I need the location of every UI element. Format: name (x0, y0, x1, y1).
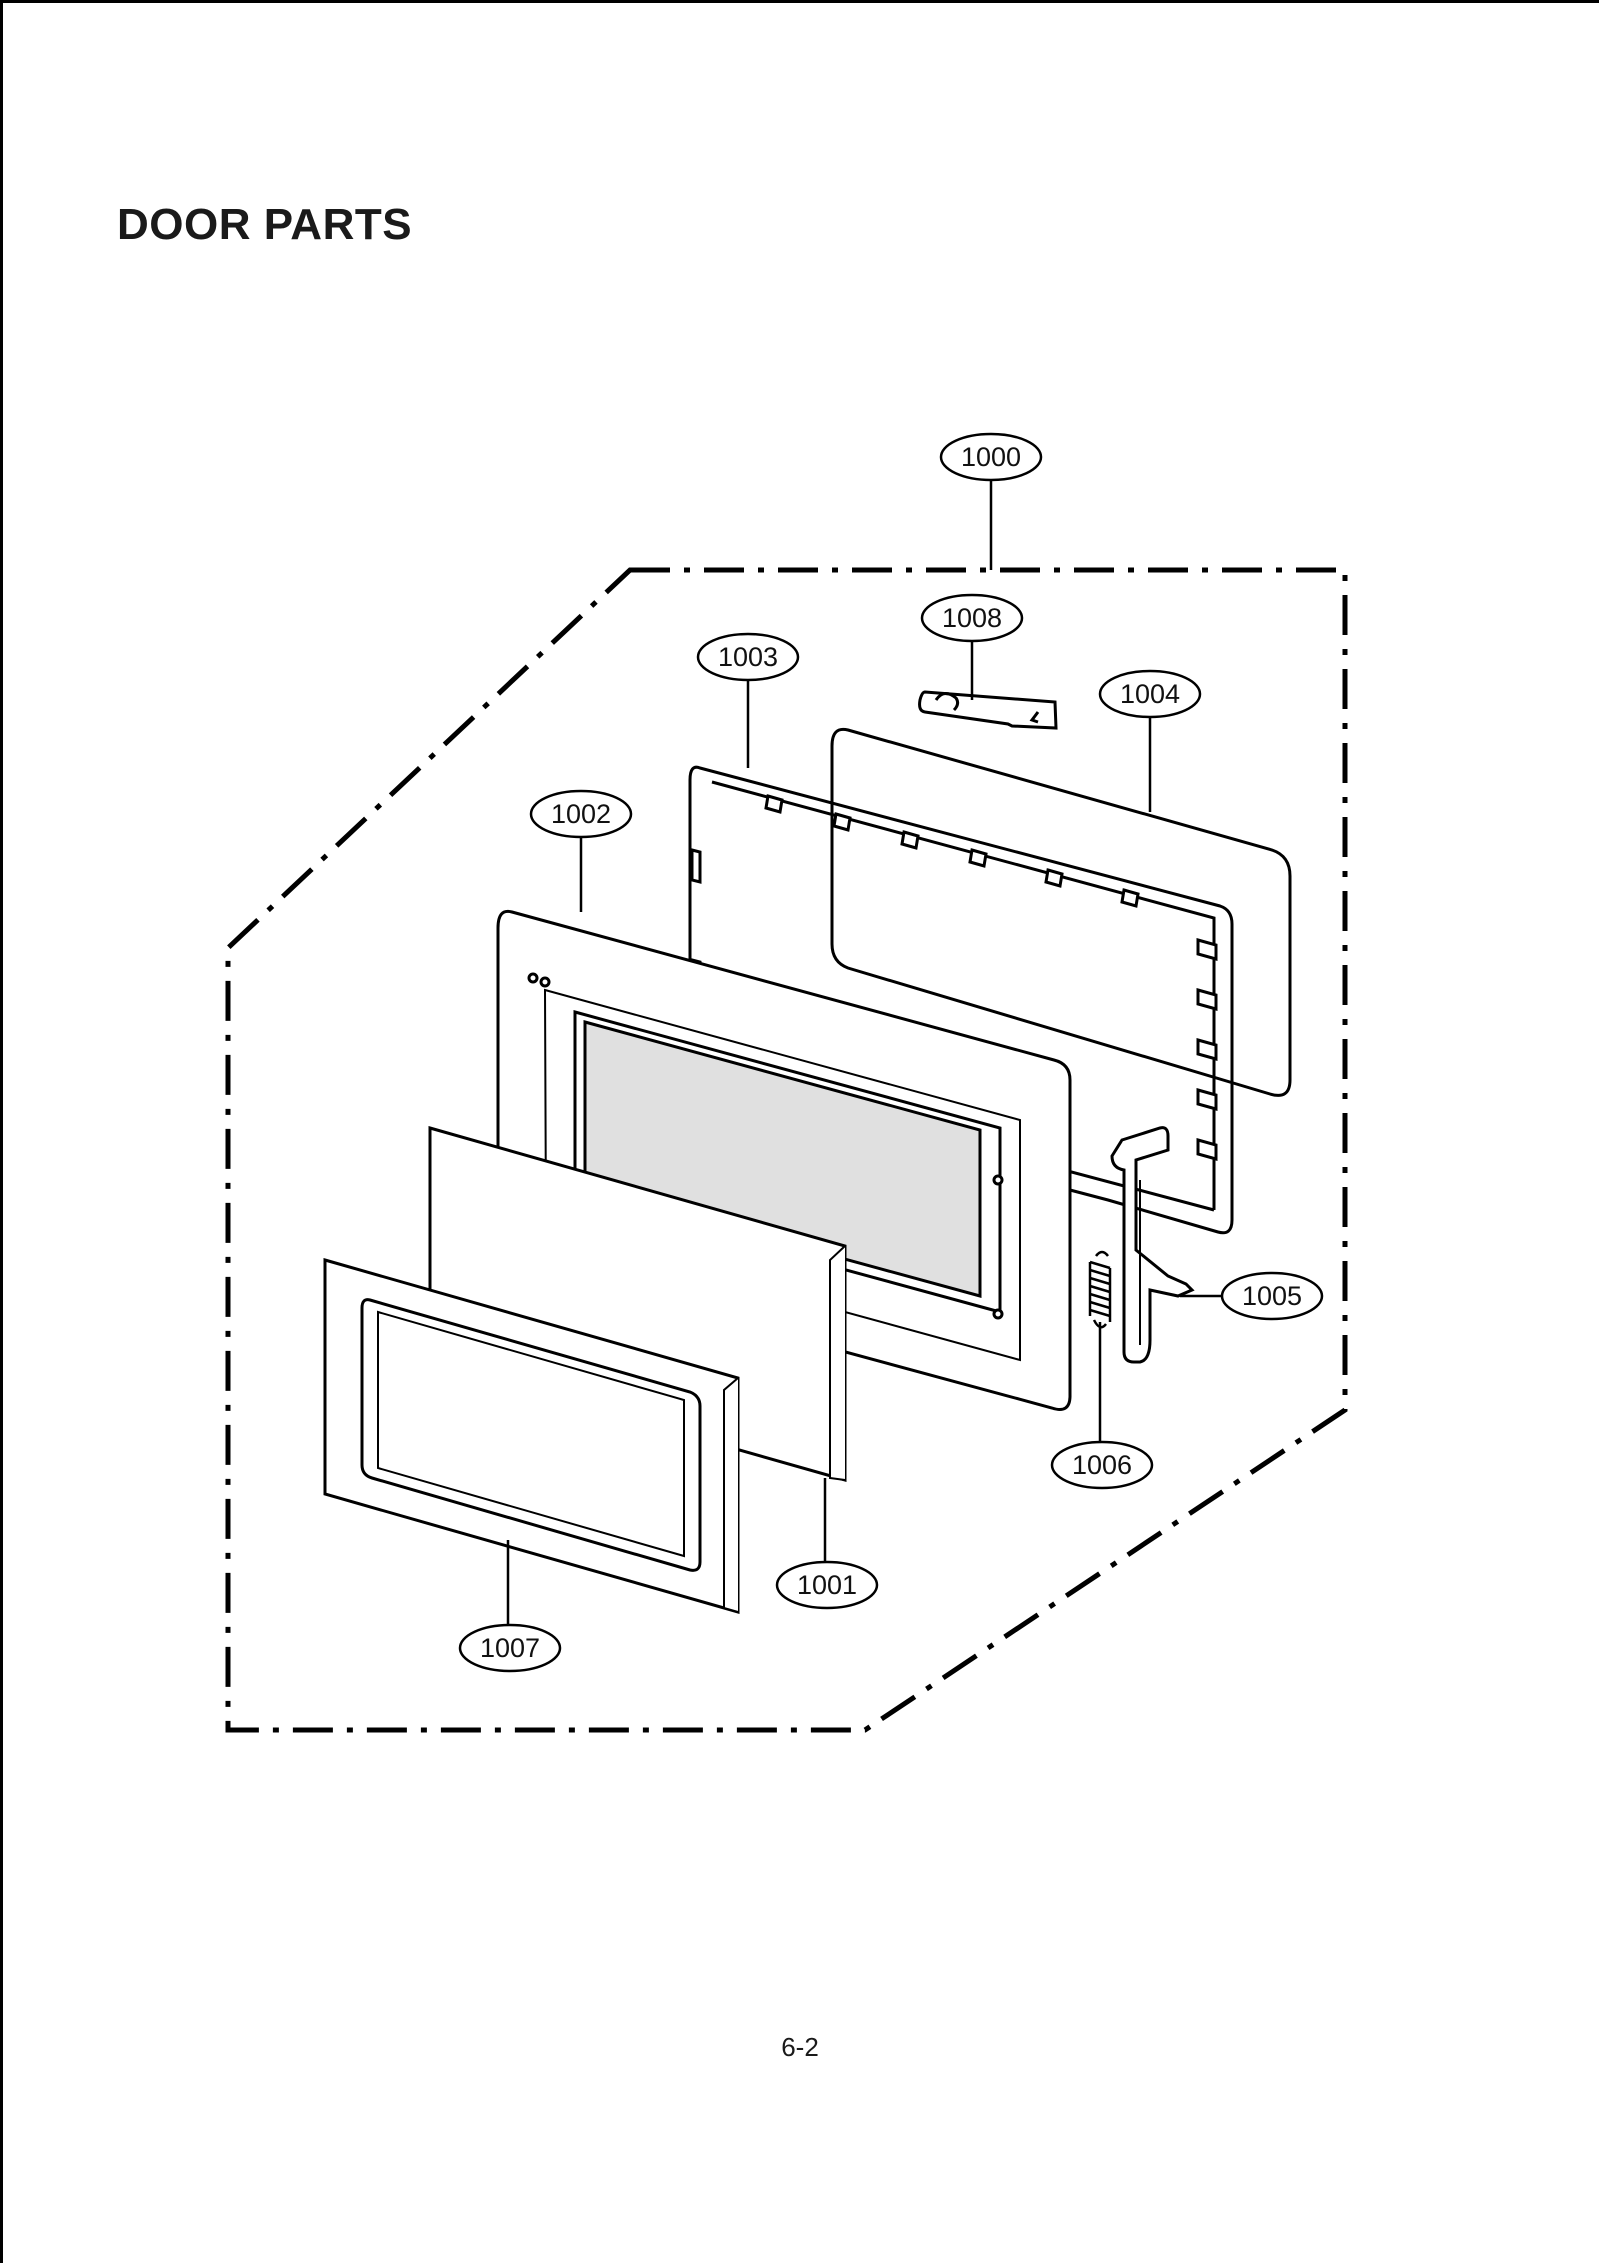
callout-1004-label: 1004 (1120, 679, 1180, 709)
part-1001-glass-panel (428, 1126, 847, 1482)
callout-1007-label: 1007 (480, 1633, 540, 1663)
callout-1008: 1008 (920, 593, 1024, 643)
callout-1008-label: 1008 (942, 603, 1002, 633)
part-1005-latch (1110, 1126, 1195, 1364)
callout-1000: 1000 (939, 432, 1043, 482)
part-1007-window-frame (323, 1258, 740, 1614)
callout-1001-label: 1001 (797, 1570, 857, 1600)
callout-1002-label: 1002 (551, 799, 611, 829)
callout-1006: 1006 (1050, 1440, 1154, 1490)
page-title: DOOR PARTS (117, 200, 413, 249)
part-1008-clip (918, 690, 1058, 730)
callout-1005: 1005 (1220, 1271, 1324, 1321)
callout-1007: 1007 (458, 1623, 562, 1673)
callout-1005-label: 1005 (1242, 1281, 1302, 1311)
part-1004-rear-panel (830, 727, 1292, 1097)
assembly-boundary (225, 567, 1348, 1733)
callout-1004: 1004 (1098, 669, 1202, 719)
page-number: 6-2 (781, 2032, 819, 2062)
callout-1006-label: 1006 (1072, 1450, 1132, 1480)
callout-1000-label: 1000 (961, 442, 1021, 472)
callout-1002: 1002 (529, 789, 633, 839)
callout-1003: 1003 (696, 632, 800, 682)
callout-1003-label: 1003 (718, 642, 778, 672)
leader-lines (506, 478, 1235, 1626)
part-1006-spring (1088, 1250, 1112, 1329)
callout-1001: 1001 (775, 1560, 879, 1610)
